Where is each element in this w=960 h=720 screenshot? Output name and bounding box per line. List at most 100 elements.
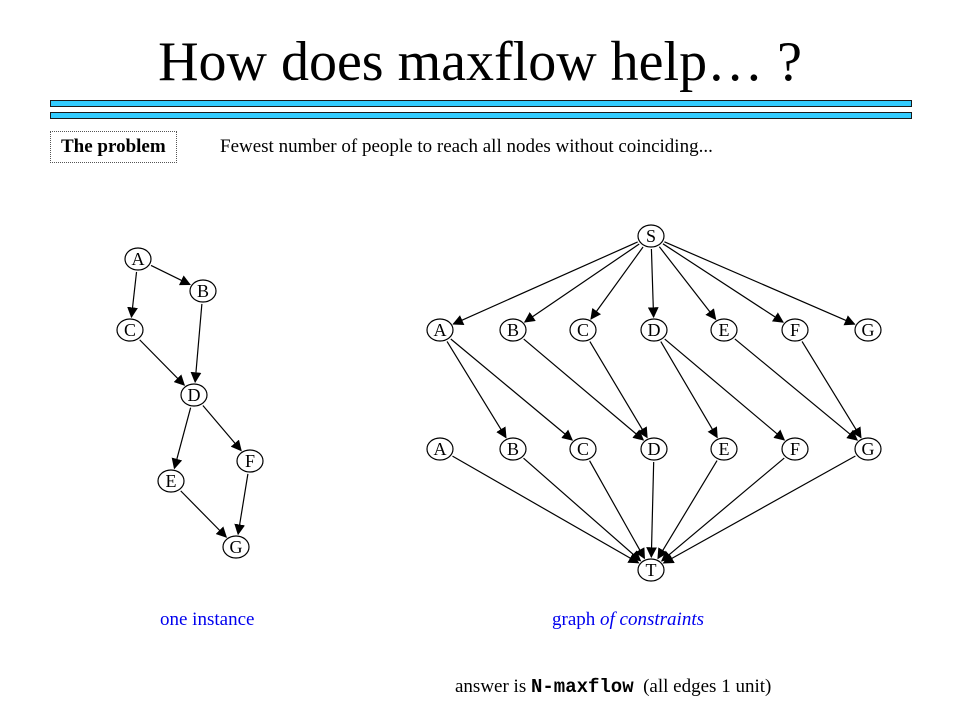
top-node-g-shape xyxy=(854,318,882,342)
top-node-b-label: B xyxy=(507,320,519,340)
top-node-e: E xyxy=(710,318,738,342)
sink-edge-d xyxy=(646,461,657,559)
constraint-edge-a-c xyxy=(450,338,574,441)
source-node-shape xyxy=(637,224,665,248)
instance-edge-a-b xyxy=(150,264,191,286)
constraint-edge-b-d xyxy=(523,338,645,441)
constraint-edge-f-g xyxy=(801,341,862,439)
answer-line: answer is N-maxflow (all edges 1 unit) xyxy=(455,674,771,700)
instance-node-c: C xyxy=(116,318,144,342)
source-edge-b xyxy=(523,243,640,323)
instance-node-f: F xyxy=(236,449,264,473)
instance-node-c-shape xyxy=(116,318,144,342)
instance-node-c-label: C xyxy=(124,320,136,340)
bottom-node-g-shape xyxy=(854,437,882,461)
sink-node: T xyxy=(637,558,665,582)
bottom-node-e-label: E xyxy=(719,439,730,459)
instance-node-e-label: E xyxy=(166,471,177,491)
source-node-label: S xyxy=(646,226,656,246)
instance-node-f-shape xyxy=(236,449,264,473)
top-node-a-shape xyxy=(426,318,454,342)
instance-node-a-label: A xyxy=(132,249,145,269)
bottom-node-f-label: F xyxy=(790,439,800,459)
top-node-g-label: G xyxy=(862,320,875,340)
top-node-b: B xyxy=(499,318,527,342)
instance-node-a-shape xyxy=(124,247,152,271)
instance-node-g-label: G xyxy=(230,537,243,557)
instance-edge-d-e xyxy=(171,407,192,470)
instance-edge-c-d xyxy=(139,339,186,386)
sink-node-shape xyxy=(637,558,665,582)
instance-graph: A B C D E F G xyxy=(116,247,264,559)
title-rule-bottom xyxy=(50,112,912,119)
source-edge-d xyxy=(647,248,659,319)
source-edge-e xyxy=(658,246,717,321)
constraint-edge-e-g xyxy=(734,338,858,441)
answer-prefix: answer is xyxy=(455,676,527,697)
instance-node-d-label: D xyxy=(188,385,201,405)
caption-one-instance: one instance xyxy=(160,609,255,630)
sink-edge-e xyxy=(657,460,718,560)
instance-node-e-shape xyxy=(157,469,185,493)
source-edge-g xyxy=(664,241,856,326)
constraint-edge-d-f xyxy=(664,338,786,441)
top-node-a-label: A xyxy=(434,320,447,340)
problem-text: Fewest number of people to reach all nod… xyxy=(220,136,713,157)
source-edge-a xyxy=(452,241,638,326)
instance-node-d: D xyxy=(180,383,208,407)
bottom-node-a: A xyxy=(426,437,454,461)
top-node-d-label: D xyxy=(648,320,661,340)
constraint-edge-d-e xyxy=(660,341,718,439)
top-node-c-label: C xyxy=(577,320,589,340)
top-node-c: C xyxy=(569,318,597,342)
top-node-f-label: F xyxy=(790,320,800,340)
instance-node-b-label: B xyxy=(197,281,209,301)
constraint-edge-a-b xyxy=(446,341,507,439)
source-edge-f xyxy=(662,243,784,323)
instance-node-b: B xyxy=(189,279,217,303)
bottom-node-c-shape xyxy=(569,437,597,461)
bottom-node-b: B xyxy=(499,437,527,461)
sink-edge-b xyxy=(523,457,642,562)
top-node-c-shape xyxy=(569,318,597,342)
top-node-e-label: E xyxy=(719,320,730,340)
top-node-e-shape xyxy=(710,318,738,342)
page-title: How does maxflow help… ? xyxy=(158,31,802,93)
sink-node-label: T xyxy=(646,560,657,580)
bottom-node-e: E xyxy=(710,437,738,461)
instance-edge-d-f xyxy=(202,405,242,452)
caption-of-constraints: of constraints xyxy=(600,609,704,630)
instance-node-a: A xyxy=(124,247,152,271)
top-node-b-shape xyxy=(499,318,527,342)
source-edge-c xyxy=(590,246,644,320)
constraint-graph: S T A B C D E F G A B C D E F G xyxy=(426,224,882,582)
top-node-a: A xyxy=(426,318,454,342)
instance-node-g: G xyxy=(222,535,250,559)
bottom-node-d: D xyxy=(640,437,668,461)
bottom-node-d-label: D xyxy=(648,439,661,459)
problem-tag: The problem xyxy=(50,131,177,163)
instance-node-g-shape xyxy=(222,535,250,559)
bottom-node-e-shape xyxy=(710,437,738,461)
bottom-node-a-shape xyxy=(426,437,454,461)
bottom-node-g: G xyxy=(854,437,882,461)
instance-node-b-shape xyxy=(189,279,217,303)
source-node: S xyxy=(637,224,665,248)
answer-suffix: (all edges 1 unit) xyxy=(643,676,772,697)
bottom-node-d-shape xyxy=(640,437,668,461)
top-node-g: G xyxy=(854,318,882,342)
sink-edge-c xyxy=(589,460,645,560)
title-rule-top xyxy=(50,100,912,107)
bottom-node-b-shape xyxy=(499,437,527,461)
bottom-node-g-label: G xyxy=(862,439,875,459)
caption-graph-of-constraints: graph of constraints xyxy=(552,608,704,632)
instance-node-e: E xyxy=(157,469,185,493)
bottom-node-f: F xyxy=(781,437,809,461)
top-node-d: D xyxy=(640,318,668,342)
bottom-node-c-label: C xyxy=(577,439,589,459)
instance-node-f-label: F xyxy=(245,451,255,471)
sink-edge-a xyxy=(452,455,640,564)
instance-node-d-shape xyxy=(180,383,208,407)
instance-edge-b-d xyxy=(190,303,203,384)
